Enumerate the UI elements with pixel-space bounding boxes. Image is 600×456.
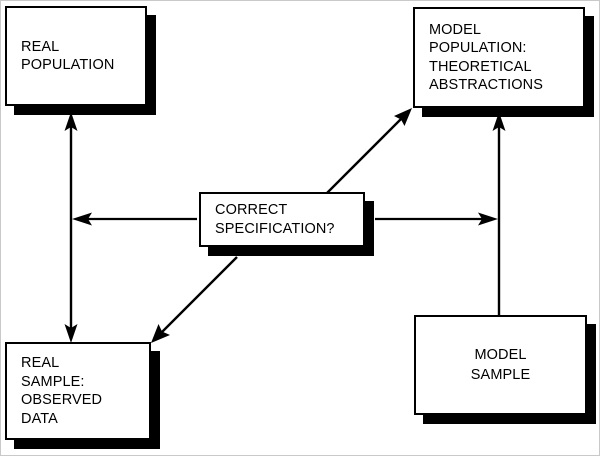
node-label-model-sample: MODEL SAMPLE	[470, 347, 531, 383]
node-correct-specification[interactable]: CORRECT SPECIFICATION?	[199, 192, 374, 256]
connector-real-population-to-real-sample	[64, 112, 78, 343]
node-real-population[interactable]: REAL POPULATION	[5, 6, 156, 115]
node-label-real-sample: REAL SAMPLE: OBSERVED DATA	[21, 355, 103, 427]
node-face: MODEL SAMPLE	[414, 315, 587, 415]
node-face: CORRECT SPECIFICATION?	[199, 192, 365, 247]
node-face: REAL POPULATION	[5, 6, 147, 106]
node-face: REAL SAMPLE: OBSERVED DATA	[5, 342, 151, 440]
connector-correct-specification-to-real-axis	[72, 212, 197, 226]
connector-model-population-to-model-sample	[491, 112, 507, 347]
node-label-model-population: MODEL POPULATION: THEORETICAL ABSTRACTIO…	[429, 21, 543, 94]
connector-correct-specification-to-model-population	[322, 108, 412, 198]
node-label-correct-specification: CORRECT SPECIFICATION?	[215, 201, 335, 237]
node-model-population[interactable]: MODEL POPULATION: THEORETICAL ABSTRACTIO…	[413, 7, 594, 117]
connector-correct-specification-to-model-axis	[375, 212, 498, 226]
node-real-sample[interactable]: REAL SAMPLE: OBSERVED DATA	[5, 342, 160, 449]
node-label-real-population: REAL POPULATION	[21, 38, 115, 74]
connector-correct-specification-to-real-sample	[151, 256, 238, 343]
node-face: MODEL POPULATION: THEORETICAL ABSTRACTIO…	[413, 7, 585, 108]
node-model-sample[interactable]: MODEL SAMPLE	[414, 315, 596, 424]
